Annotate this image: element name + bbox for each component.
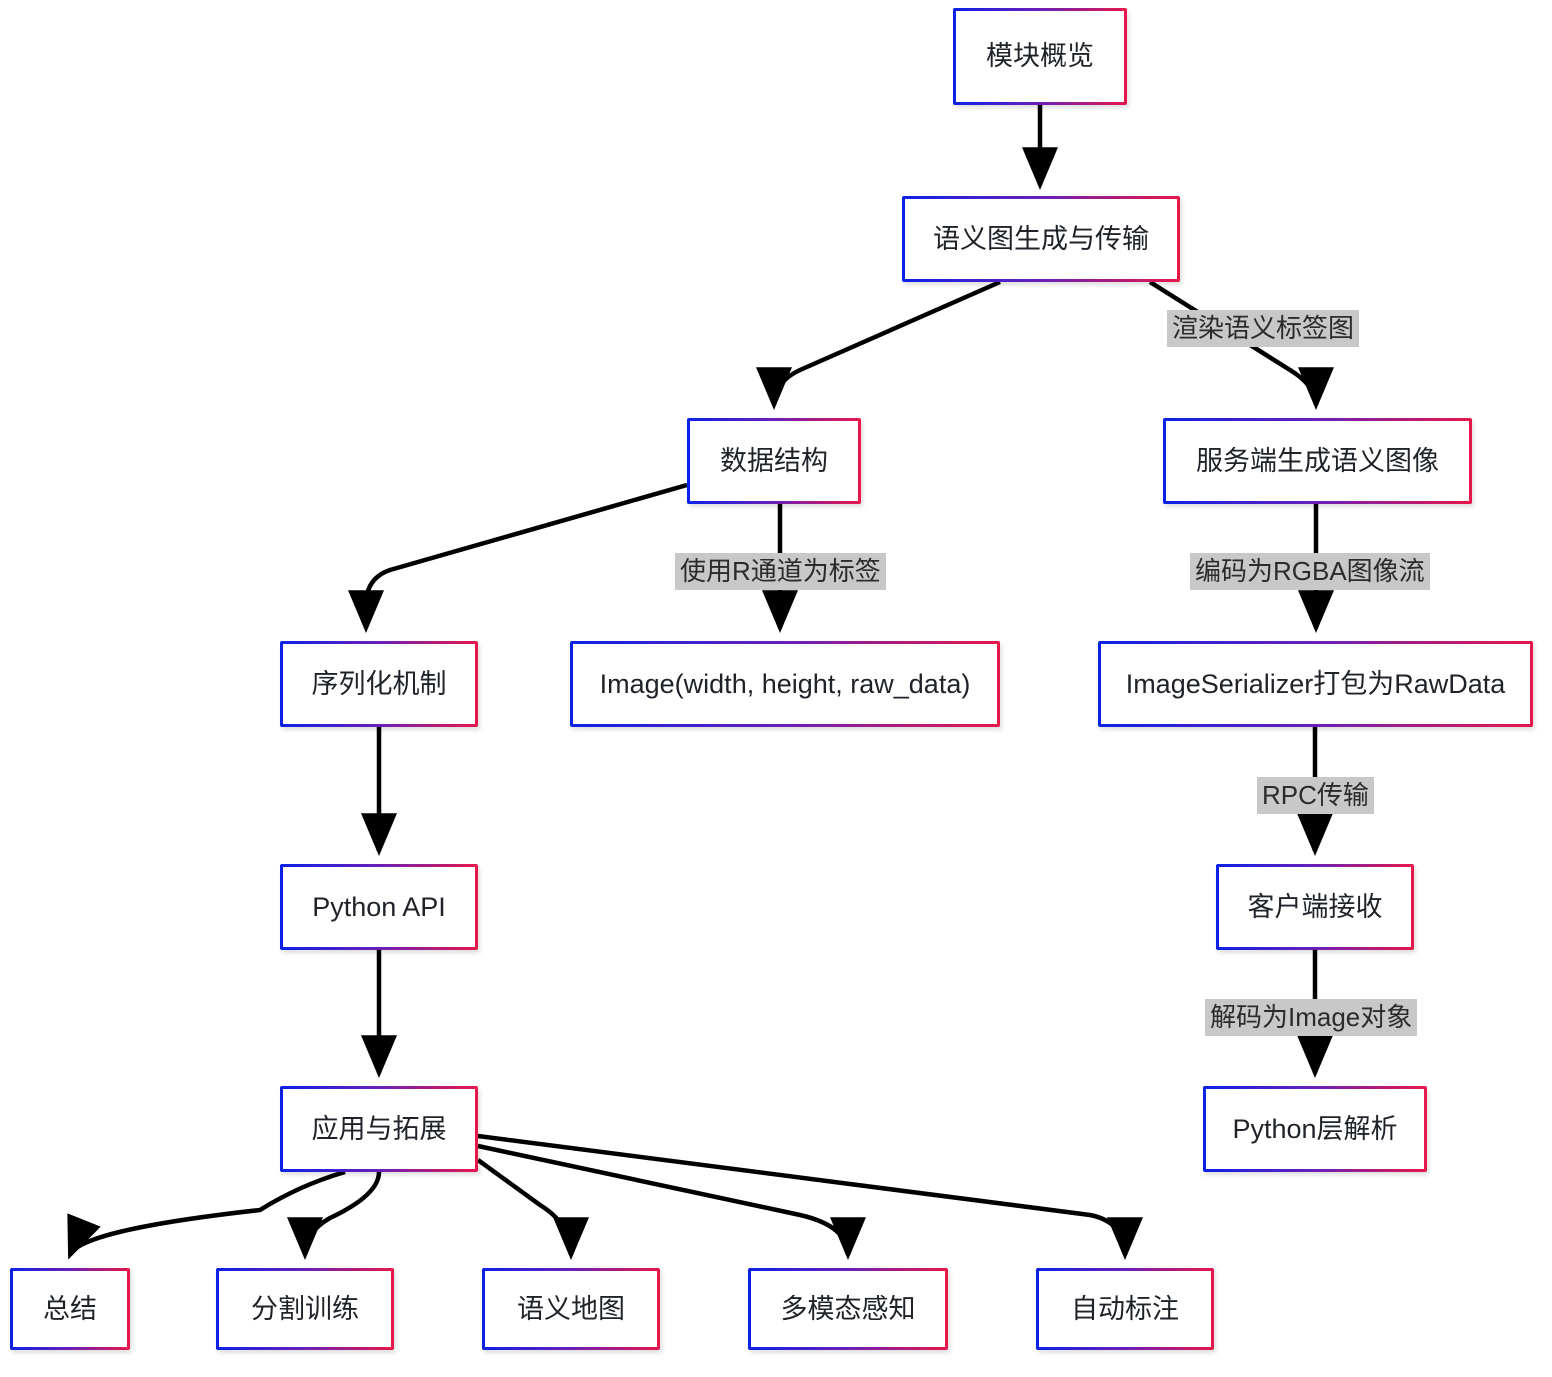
node-label: 多模态感知	[780, 1293, 916, 1324]
edge-n10-n12	[67, 1169, 346, 1260]
node-server-generates-semantic-image[interactable]: 服务端生成语义图像	[1163, 418, 1472, 504]
edge-label-render-semantic-label-map: 渲染语义标签图	[1167, 310, 1360, 347]
edge-label-text: 解码为Image对象	[1210, 1002, 1413, 1032]
edge-n10-n13	[287, 1171, 382, 1260]
node-module-overview[interactable]: 模块概览	[953, 8, 1127, 105]
node-label: 数据结构	[720, 445, 828, 476]
node-semantic-map-generation-transfer[interactable]: 语义图生成与传输	[902, 196, 1180, 282]
node-segmentation-training[interactable]: 分割训练	[216, 1268, 394, 1350]
edge-n2-n3	[756, 279, 1001, 410]
node-summary[interactable]: 总结	[10, 1268, 130, 1350]
node-label: 序列化机制	[311, 668, 447, 699]
node-python-api[interactable]: Python API	[280, 864, 478, 950]
node-python-layer-parse[interactable]: Python层解析	[1203, 1086, 1427, 1172]
node-image-serializer-rawdata[interactable]: ImageSerializer打包为RawData	[1098, 641, 1533, 727]
node-serialization-mechanism[interactable]: 序列化机制	[280, 641, 478, 727]
edge-label-text: 渲染语义标签图	[1172, 313, 1355, 343]
node-label: 模块概览	[986, 41, 1094, 72]
node-data-structure[interactable]: 数据结构	[687, 418, 861, 504]
node-label: 语义图生成与传输	[933, 223, 1149, 254]
node-label: 分割训练	[251, 1293, 359, 1324]
node-label: Python API	[312, 891, 446, 922]
node-label: 服务端生成语义图像	[1196, 445, 1439, 476]
node-auto-annotation[interactable]: 自动标注	[1036, 1268, 1214, 1350]
node-label: 语义地图	[517, 1293, 625, 1324]
edge-label-rpc-transfer: RPC传输	[1257, 777, 1374, 814]
node-label: Python层解析	[1232, 1113, 1398, 1144]
edge-label-text: 编码为RGBA图像流	[1195, 556, 1425, 586]
node-label: 应用与拓展	[311, 1113, 447, 1144]
node-semantic-map[interactable]: 语义地图	[482, 1268, 660, 1350]
node-multimodal-perception[interactable]: 多模态感知	[748, 1268, 948, 1350]
node-application-and-extension[interactable]: 应用与拓展	[280, 1086, 478, 1172]
edge-n10-n16	[477, 1133, 1143, 1260]
node-label: 客户端接收	[1247, 891, 1383, 922]
node-label: Image(width, height, raw_data)	[599, 668, 971, 699]
edge-n10-n15	[477, 1143, 866, 1260]
edge-label-decode-to-image-object: 解码为Image对象	[1205, 999, 1418, 1036]
node-image-struct[interactable]: Image(width, height, raw_data)	[570, 641, 1000, 727]
edge-n10-n14	[476, 1158, 589, 1260]
edge-label-use-r-channel-as-label: 使用R通道为标签	[675, 553, 886, 590]
node-client-receive[interactable]: 客户端接收	[1216, 864, 1414, 950]
edge-label-text: 使用R通道为标签	[680, 556, 881, 586]
node-label: 总结	[43, 1293, 97, 1324]
node-label: ImageSerializer打包为RawData	[1125, 668, 1506, 699]
edge-label-text: RPC传输	[1262, 780, 1369, 810]
edge-label-encode-rgba-image-stream: 编码为RGBA图像流	[1190, 553, 1430, 590]
edge-n3-n5	[348, 482, 688, 633]
edge-n2-n4	[1148, 280, 1334, 410]
node-label: 自动标注	[1071, 1293, 1179, 1324]
